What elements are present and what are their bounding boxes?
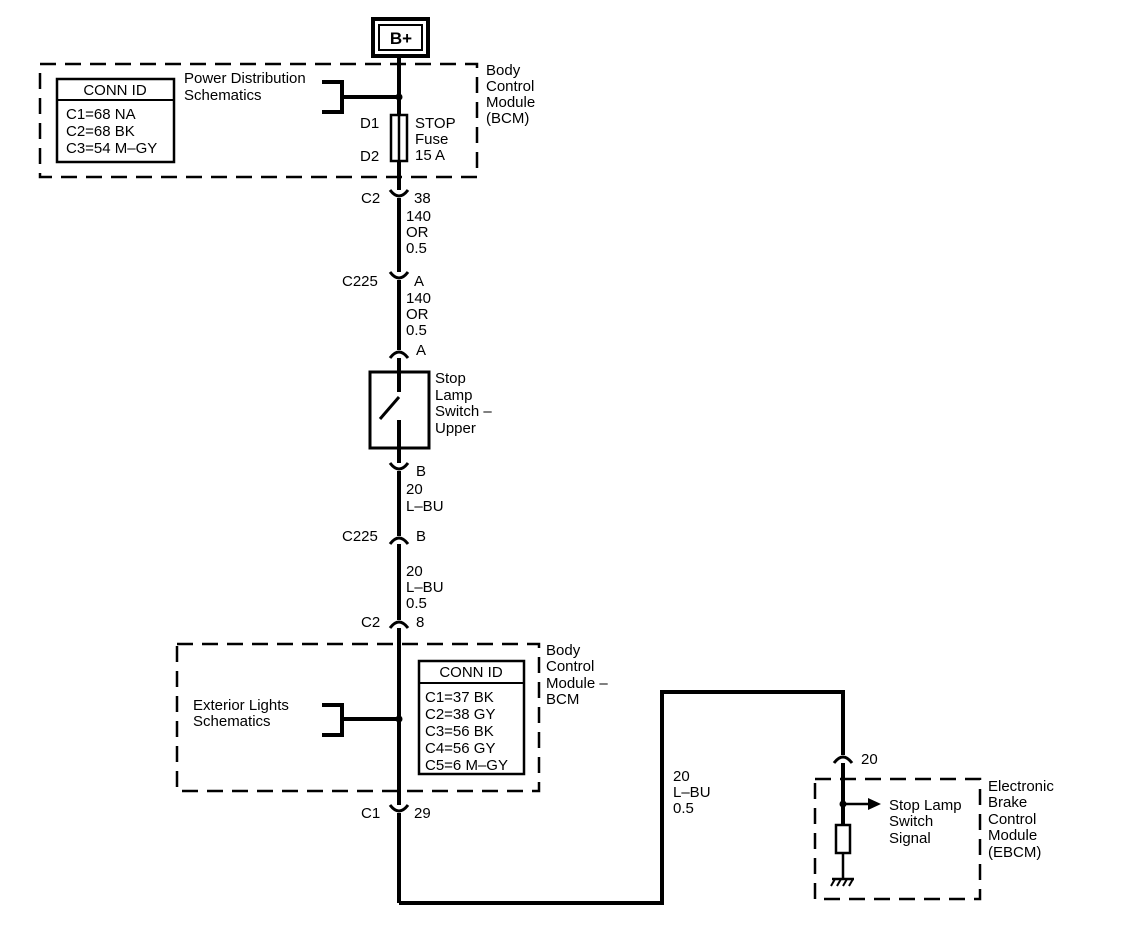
exterior-lights-bracket	[322, 703, 344, 737]
bcm-lower-conn-id-table: CONN ID C1=37 BK C2=38 GY C3=56 BK C4=56…	[417, 659, 526, 776]
wire-circuit-number: 20	[673, 768, 690, 785]
switch-label-2: Lamp	[435, 387, 473, 404]
wire-color: L–BU	[673, 784, 711, 801]
wire-circuit-number: 140	[406, 290, 431, 307]
fuse-terminal-d2: D2	[360, 148, 379, 165]
connector-c1-29: C1 29	[361, 804, 431, 822]
connector-pin: B	[416, 463, 426, 480]
wire-label-w3: 20 L–BU	[406, 481, 444, 515]
wire-circuit-number: 20	[406, 563, 423, 580]
wire-gauge: 0.5	[673, 800, 694, 817]
fuse-label-1: STOP	[415, 115, 456, 132]
power-distribution-ref-2: Schematics	[184, 87, 262, 104]
connector-pin: 29	[414, 805, 431, 822]
bcm-lower-name-3: Module –	[546, 675, 608, 692]
conn-id-row: C1=68 NA	[66, 106, 136, 123]
connector-id: C225	[342, 273, 378, 290]
connector-c2-38: C2 38	[361, 189, 431, 207]
ebcm-name-3: Control	[988, 811, 1036, 828]
ebcm-module: Electronic Brake Control Module (EBCM) S…	[813, 777, 1054, 901]
conn-id-title: CONN ID	[83, 82, 147, 99]
wire-gauge: 0.5	[406, 595, 427, 612]
fuse-terminal-d1: D1	[360, 115, 379, 132]
exterior-lights-ref-1: Exterior Lights	[193, 697, 289, 714]
conn-id-row: C2=38 GY	[425, 706, 495, 723]
connector-pin: A	[416, 342, 426, 359]
exterior-lights-ref-2: Schematics	[193, 713, 271, 730]
connector-pin: A	[414, 273, 424, 290]
conn-id-row: C3=54 M–GY	[66, 140, 157, 157]
switch-terminal-a: A	[388, 342, 426, 359]
fuse-label-2: Fuse	[415, 131, 448, 148]
connector-id: C2	[361, 614, 380, 631]
resistor-icon	[834, 823, 852, 855]
connector-c2-8: C2 8	[361, 614, 424, 631]
conn-id-title: CONN ID	[439, 664, 503, 681]
wire-circuit-number: 140	[406, 208, 431, 225]
bcm-lower-name-2: Control	[546, 658, 594, 675]
wire-color: OR	[406, 224, 429, 241]
signal-arrow-icon	[868, 798, 881, 810]
connector-pin: 8	[416, 614, 424, 631]
splice-dot	[395, 715, 403, 723]
switch-label-3: Switch –	[435, 403, 492, 420]
ebcm-signal-1: Stop Lamp	[889, 797, 962, 814]
ebcm-signal-2: Switch	[889, 813, 933, 830]
switch-label-1: Stop	[435, 370, 466, 387]
ground-icon	[830, 877, 854, 887]
wire-label-w4: 20 L–BU 0.5	[406, 563, 444, 612]
switch-label-4: Upper	[435, 420, 476, 437]
bcm-upper-conn-id-table: CONN ID C1=68 NA C2=68 BK C3=54 M–GY	[55, 77, 176, 164]
connector-id: C1	[361, 805, 380, 822]
wire-label-w1: 140 OR 0.5	[406, 208, 431, 257]
conn-id-row: C5=6 M–GY	[425, 757, 508, 774]
ebcm-name-4: Module	[988, 827, 1037, 844]
main-circuit-wire	[397, 56, 845, 905]
conn-id-row: C1=37 BK	[425, 689, 494, 706]
ebcm-boundary	[813, 777, 982, 901]
battery-terminal: B+	[371, 17, 430, 58]
bcm-upper-name-4: (BCM)	[486, 110, 529, 127]
connector-pin: B	[416, 528, 426, 545]
ebcm-name-5: (EBCM)	[988, 844, 1041, 861]
stop-fuse: D1 D2 STOP Fuse 15 A	[360, 113, 456, 165]
switch-terminal-b: B	[388, 462, 426, 480]
connector-id: C225	[342, 528, 378, 545]
conn-id-row: C3=56 BK	[425, 723, 494, 740]
bcm-lower-module: Body Control Module – BCM Exterior Light…	[175, 642, 608, 793]
connector-c225-a: C225 A	[342, 271, 424, 290]
connector-pin: 38	[414, 190, 431, 207]
bcm-upper-name-2: Control	[486, 78, 534, 95]
ebcm-signal-3: Signal	[889, 830, 931, 847]
connector-id: C2	[361, 190, 380, 207]
connector-c225-b: C225 B	[342, 528, 426, 545]
bcm-upper-name-1: Body	[486, 62, 521, 79]
bcm-lower-name-1: Body	[546, 642, 581, 659]
conn-id-row: C2=68 BK	[66, 123, 135, 140]
wire-color: L–BU	[406, 498, 444, 515]
ebcm-name-2: Brake	[988, 794, 1027, 811]
connector-ebcm-20: 20	[832, 751, 878, 768]
wire-gauge: 0.5	[406, 322, 427, 339]
wire-color: OR	[406, 306, 429, 323]
power-distribution-ref-1: Power Distribution	[184, 70, 306, 87]
wire-gauge: 0.5	[406, 240, 427, 257]
wire-label-w2: 140 OR 0.5	[406, 290, 431, 339]
power-distribution-bracket	[322, 80, 344, 114]
bcm-lower-name-4: BCM	[546, 691, 579, 708]
bcm-upper-name-3: Module	[486, 94, 535, 111]
conn-id-row: C4=56 GY	[425, 740, 495, 757]
ebcm-name-1: Electronic	[988, 778, 1054, 795]
fuse-label-3: 15 A	[415, 147, 445, 164]
wire-label-w5: 20 L–BU 0.5	[673, 768, 711, 817]
wire-color: L–BU	[406, 579, 444, 596]
connector-pin: 20	[861, 751, 878, 768]
battery-label: B+	[390, 29, 412, 48]
wire-circuit-number: 20	[406, 481, 423, 498]
bcm-lower-boundary	[175, 642, 541, 793]
bcm-upper-module: Body Control Module (BCM) CONN ID C1=68 …	[38, 62, 535, 179]
stop-lamp-switch: Stop Lamp Switch – Upper	[368, 370, 492, 450]
